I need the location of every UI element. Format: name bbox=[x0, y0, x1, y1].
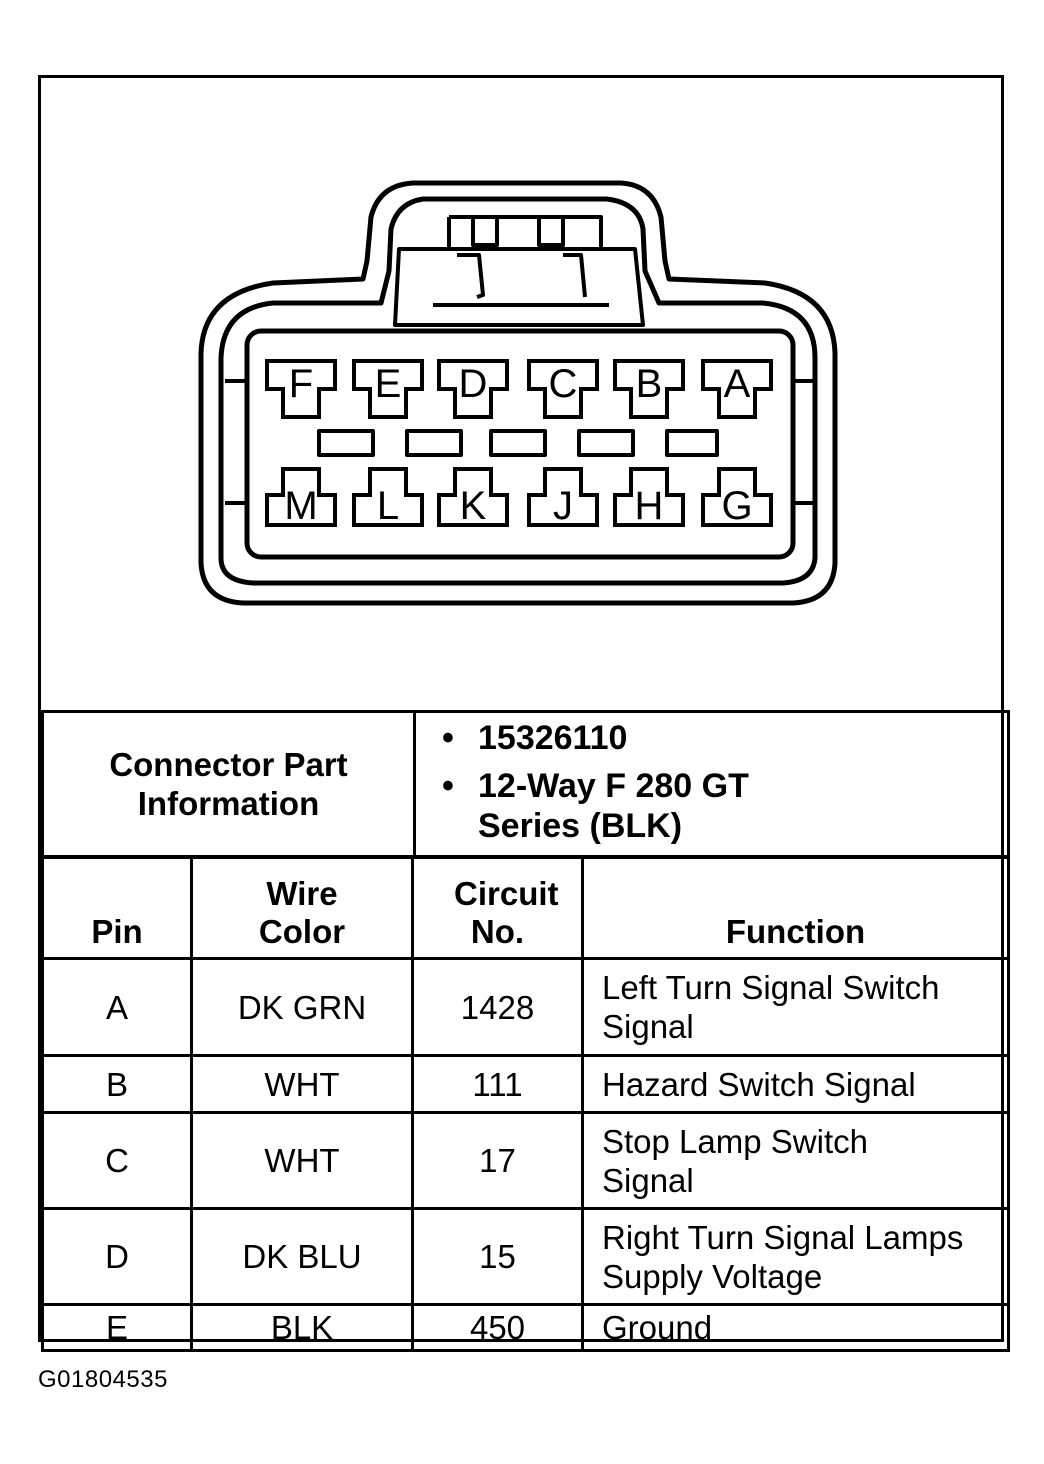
header-function: Function bbox=[581, 856, 1010, 960]
connector-part-info: Connector Part Information 15326110 12-W… bbox=[41, 710, 1010, 858]
pin-cavity-g bbox=[701, 467, 773, 527]
connector-outer-shell bbox=[198, 180, 838, 606]
pin-cavity-d bbox=[437, 359, 509, 419]
pin-label-l: L bbox=[377, 484, 399, 528]
connector-part-info-values: 15326110 12-Way F 280 GT Series (BLK) bbox=[413, 710, 1010, 858]
pin-cell: D bbox=[41, 1207, 193, 1306]
connector-diagram: F E D C B A M L K J H G bbox=[41, 78, 1001, 710]
pin-label-h: H bbox=[635, 484, 664, 528]
pin-cavity-l bbox=[352, 467, 424, 527]
function-cell: Stop Lamp Switch Signal bbox=[581, 1111, 1010, 1210]
pin-label-j: J bbox=[553, 484, 573, 528]
table-row: C WHT 17 Stop Lamp Switch Signal bbox=[41, 1111, 1010, 1210]
connector-inner-shell bbox=[218, 196, 818, 586]
keyway-slot bbox=[577, 429, 635, 457]
table-row: B WHT 111 Hazard Switch Signal bbox=[41, 1054, 1010, 1114]
pin-label-m: M bbox=[284, 484, 317, 528]
connector-face-drawing: F E D C B A M L K J H G bbox=[198, 180, 838, 606]
wire-color-cell: BLK bbox=[190, 1303, 414, 1352]
wire-color-cell: DK BLU bbox=[190, 1207, 414, 1306]
pin-cavity-a bbox=[701, 359, 773, 419]
wire-color-cell: WHT bbox=[190, 1111, 414, 1210]
circuit-cell: 15 bbox=[411, 1207, 584, 1306]
keyway-slot bbox=[489, 429, 547, 457]
keyway-slot bbox=[665, 429, 719, 457]
circuit-cell: 450 bbox=[411, 1303, 584, 1352]
table-row: D DK BLU 15 Right Turn Signal Lamps Supp… bbox=[41, 1207, 1010, 1306]
header-circuit-no: Circuit No. bbox=[411, 856, 584, 960]
function-cell: Left Turn Signal Switch Signal bbox=[581, 957, 1010, 1057]
connector-part-info-label: Connector Part Information bbox=[41, 710, 416, 858]
pin-cell: E bbox=[41, 1303, 193, 1352]
pin-cell: B bbox=[41, 1054, 193, 1114]
pin-cavity-m bbox=[265, 467, 337, 527]
keyway-slot bbox=[405, 429, 463, 457]
function-cell: Ground bbox=[581, 1303, 1010, 1352]
latch bbox=[393, 247, 645, 327]
pin-table-header: Pin Wire Color Circuit No. Function bbox=[41, 856, 1010, 960]
pin-cavity-e bbox=[352, 359, 424, 419]
table-row: A DK GRN 1428 Left Turn Signal Switch Si… bbox=[41, 957, 1010, 1057]
pin-cavity-c bbox=[527, 359, 599, 419]
circuit-cell: 111 bbox=[411, 1054, 584, 1114]
header-pin: Pin bbox=[41, 856, 193, 960]
wire-color-cell: WHT bbox=[190, 1054, 414, 1114]
pin-label-f: F bbox=[289, 362, 313, 406]
part-number: 15326110 bbox=[442, 718, 1007, 758]
pin-cavity-k bbox=[437, 467, 509, 527]
pin-cavity-f bbox=[265, 359, 337, 419]
pin-cell: C bbox=[41, 1111, 193, 1210]
header-wire-color: Wire Color bbox=[190, 856, 414, 960]
pin-label-e: E bbox=[375, 362, 402, 406]
connector-face bbox=[244, 328, 796, 560]
pin-label-a: A bbox=[724, 362, 751, 406]
pin-cavity-h bbox=[613, 467, 685, 527]
connector-description: 12-Way F 280 GT Series (BLK) bbox=[442, 766, 778, 846]
wire-color-cell: DK GRN bbox=[190, 957, 414, 1057]
keyway-slot bbox=[317, 429, 375, 457]
pin-label-c: C bbox=[549, 362, 578, 406]
function-cell: Hazard Switch Signal bbox=[581, 1054, 1010, 1114]
figure-code: G01804535 bbox=[38, 1366, 168, 1393]
pin-label-k: K bbox=[460, 484, 487, 528]
table-row: E BLK 450 Ground bbox=[41, 1303, 1010, 1352]
circuit-cell: 17 bbox=[411, 1111, 584, 1210]
pin-label-g: G bbox=[721, 484, 752, 528]
pin-cavity-b bbox=[613, 359, 685, 419]
pin-table: Pin Wire Color Circuit No. Function A DK… bbox=[41, 856, 1010, 1352]
circuit-cell: 1428 bbox=[411, 957, 584, 1057]
pin-cavity-j bbox=[527, 467, 599, 527]
function-cell: Right Turn Signal Lamps Supply Voltage bbox=[581, 1207, 1010, 1306]
pin-cell: A bbox=[41, 957, 193, 1057]
pin-label-d: D bbox=[459, 362, 488, 406]
pin-label-b: B bbox=[636, 362, 663, 406]
